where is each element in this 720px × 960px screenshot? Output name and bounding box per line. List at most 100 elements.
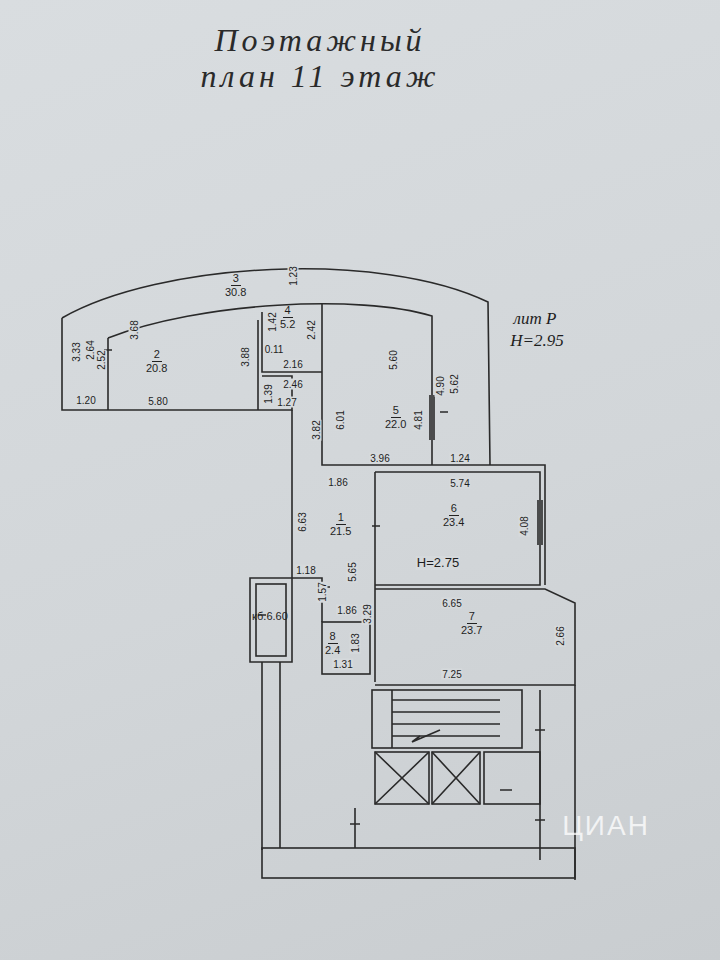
room-number: 1 [330, 511, 351, 525]
dimension-label: 1.57 [317, 581, 328, 602]
dimension-label: 5.80 [147, 396, 168, 407]
dimension-label: 3.96 [369, 453, 390, 464]
room-number: 7 [467, 610, 477, 624]
dimension-label: 1.27 [276, 397, 297, 408]
dimension-label: 4.08 [519, 515, 530, 536]
room-label: 45.2 [278, 303, 297, 332]
door-mark [350, 730, 545, 848]
room-label: кб.6.60 [250, 609, 290, 624]
lift [432, 752, 480, 804]
dimension-label: 2.64 [85, 339, 96, 360]
room-number: 7 [461, 610, 482, 624]
tick [104, 350, 448, 615]
dimension-label: 4.90 [435, 375, 446, 396]
room-number: 4 [280, 304, 295, 318]
outer-wall [62, 269, 490, 465]
wall [322, 622, 370, 674]
dimension-label: 1.18 [295, 565, 316, 576]
watermark: ЦИАН [561, 811, 651, 841]
dimension-label: 5.60 [388, 349, 399, 370]
dimension-label: 3.82 [311, 419, 322, 440]
room-label: 82.4 [323, 629, 342, 658]
dimension-label: 2.66 [555, 625, 566, 646]
wall [262, 848, 575, 878]
dimension-label: 1.20 [75, 395, 96, 406]
lift [432, 752, 480, 804]
dimension-label: 3.68 [129, 319, 140, 340]
room-number: 5 [385, 404, 406, 418]
wall [375, 472, 540, 585]
room-area: 2.4 [325, 644, 340, 657]
stair-arrow [412, 730, 440, 742]
dimension-label: 1.42 [267, 311, 278, 332]
room-number: 1 [336, 511, 346, 525]
dimension-label: 6.63 [297, 511, 308, 532]
room-number: 4 [283, 304, 293, 318]
wall [262, 662, 280, 850]
stair-steps [392, 690, 500, 748]
wall [374, 472, 376, 682]
room-area: 20.8 [146, 362, 167, 375]
wall [108, 304, 432, 465]
dimension-label: 1.24 [449, 453, 470, 464]
wall [322, 304, 490, 465]
note-text: H=2.75 [416, 556, 460, 570]
note-text: H=2.95 [509, 331, 565, 350]
dimension-label: 6.65 [441, 598, 462, 609]
room-label: 121.5 [328, 510, 353, 539]
room-label: 723.7 [459, 609, 484, 638]
wall [250, 410, 292, 662]
room-label: 330.8 [223, 271, 248, 300]
room-area: 21.5 [330, 525, 351, 538]
dimension-label: 0.11 [264, 344, 285, 355]
dimension-label: 1.39 [263, 383, 274, 404]
dimension-label: 5.74 [449, 478, 470, 489]
dimension-label: 2.16 [282, 359, 303, 370]
room-label: 220.8 [144, 347, 169, 376]
dimension-label: 2.52 [96, 349, 107, 370]
dimension-label: 5.62 [449, 373, 460, 394]
lift [375, 752, 429, 804]
stair [372, 690, 522, 748]
wall [107, 338, 109, 410]
dimension-label: 3.88 [240, 346, 251, 367]
room-number: 5 [391, 404, 401, 418]
wall [540, 685, 575, 880]
wall [484, 752, 540, 804]
dimension-label: 3.29 [362, 603, 373, 624]
room-number: 8 [328, 630, 338, 644]
wall [62, 318, 258, 410]
dimension-label: 1.83 [350, 632, 361, 653]
note-text: лит Р [513, 309, 558, 328]
wall [257, 320, 259, 410]
window [430, 395, 434, 440]
dimension-label: 7.25 [441, 669, 462, 680]
dimension-label: 5.65 [347, 561, 358, 582]
dimension-label: 3.33 [71, 341, 82, 362]
room-number: 3 [231, 272, 241, 286]
room-number: 2 [152, 348, 162, 362]
dimension-label: 2.42 [306, 319, 317, 340]
room-number: 2 [146, 348, 167, 362]
room-area: 22.0 [385, 418, 406, 431]
window [538, 500, 542, 545]
dimension-label: 1.86 [327, 477, 348, 488]
room-number: 8 [325, 630, 340, 644]
room-number: 6 [443, 502, 464, 516]
dimension-label: 6.01 [335, 409, 346, 430]
room-label: 522.0 [383, 403, 408, 432]
room-number: 3 [225, 272, 246, 286]
wall [375, 589, 575, 685]
room-number: 6 [449, 502, 459, 516]
plan-title: Поэтажный план 11 этаж [170, 22, 470, 94]
dimension-label: 1.31 [332, 659, 353, 670]
room-area: кб.6.60 [252, 610, 288, 623]
lift [375, 752, 429, 804]
dimension-label: 4.81 [413, 409, 424, 430]
room-label: 623.4 [441, 501, 466, 530]
dimension-label: 2.46 [282, 379, 303, 390]
room-area: 5.2 [280, 318, 295, 331]
dimension-label: 1.23 [288, 265, 299, 286]
room-area: 23.4 [443, 516, 464, 529]
room-area: 30.8 [225, 286, 246, 299]
